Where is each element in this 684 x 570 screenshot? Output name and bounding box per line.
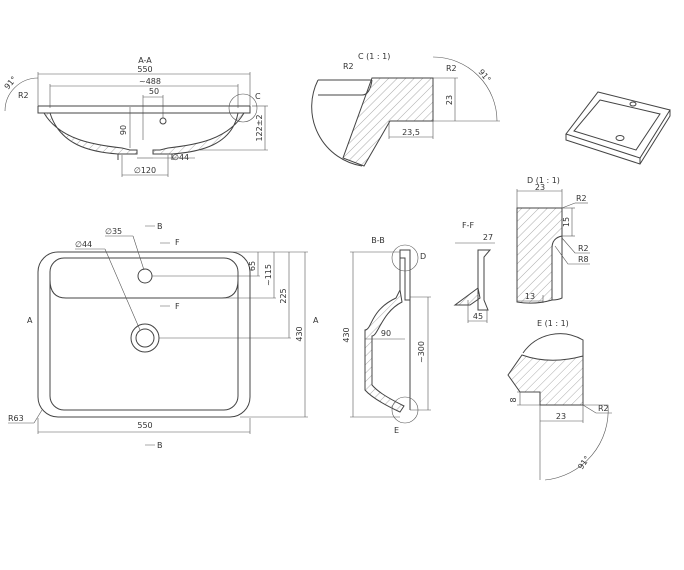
section-f-top: F [175,238,180,247]
section-ff: F-F 27 45 [453,221,495,323]
section-b-bottom: B [157,441,163,450]
e-height-label: 8 [509,397,518,402]
detail-d-ref: D [420,252,426,261]
section-a-right: A [313,316,319,325]
bb-offset-label: 90 [381,329,391,338]
detail-c: C (1 : 1) R2 R2 23 23,5 91° [311,52,500,167]
d-width-label: 23 [535,183,545,192]
dim-550-label: 550 [137,421,152,430]
width-550-label: 550 [137,65,152,74]
detail-c-angle: 91° [476,68,492,85]
dim-65-label: 65 [248,261,257,271]
section-bb: B-B D E 430 ~300 90 [342,236,431,435]
drain-44-label: ∅44 [172,153,189,162]
detail-d: D (1 : 1) 23 R2 15 R2 R8 13 [516,176,590,304]
bb-depth-label: ~300 [417,341,426,363]
detail-d-title: D (1 : 1) [527,176,560,185]
e-angle-label: 91° [576,454,592,471]
radius-r2-label: R2 [18,91,29,100]
e-width-label: 23 [556,412,566,421]
tap-hole-label: ∅35 [105,227,122,236]
plan-view: 65 ~115 225 430 550 R63 ∅35 ∅44 A A B B … [8,222,319,450]
d-r2-top-label: R2 [576,194,587,203]
detail-c-title: C (1 : 1) [358,52,390,61]
bb-height-label: 430 [342,327,351,342]
d-bottom-label: 13 [525,292,535,301]
ff-top-label: 27 [483,233,493,242]
detail-c-height: 23 [445,95,454,105]
detail-c-width: 23,5 [402,128,420,137]
detail-e-ref: E [394,426,399,435]
section-aa-title: A-A [138,56,152,65]
d-height-label: 15 [562,217,571,227]
inner-width-label: ~488 [139,77,161,86]
section-b-top: B [157,222,163,231]
radius-r63-label: R63 [8,414,24,423]
d-r8-label: R8 [578,255,589,264]
sink-isometric-view [565,91,671,165]
ff-bottom-label: 45 [473,312,483,321]
d-r2-label: R2 [578,244,589,253]
detail-c-ref: C [255,92,261,101]
section-ff-title: F-F [462,221,474,230]
detail-e-title: E (1 : 1) [537,319,569,328]
drain-120-label: ∅120 [134,166,156,175]
dim-225-label: 225 [279,288,288,303]
e-radius-label: R2 [598,404,609,413]
detail-e: E (1 : 1) 8 23 R2 91° [507,319,612,481]
detail-c-r2-right: R2 [446,64,457,73]
offset-50-label: 50 [149,87,159,96]
section-bb-title: B-B [371,236,385,245]
dim-430-label: 430 [295,326,304,341]
section-f-bottom: F [175,302,180,311]
dim-115-label: ~115 [264,264,273,286]
section-a-left: A [27,316,33,325]
depth-90-label: 90 [119,125,128,135]
angle-91-label: 91° [3,75,19,92]
section-aa: A-A 550 ~488 50 90 ∅44 ∅120 C 122±2 R2 9… [3,56,268,177]
drain-44-plan-label: ∅44 [75,240,92,249]
detail-c-r2-left: R2 [343,62,354,71]
height-122-label: 122±2 [255,114,264,141]
